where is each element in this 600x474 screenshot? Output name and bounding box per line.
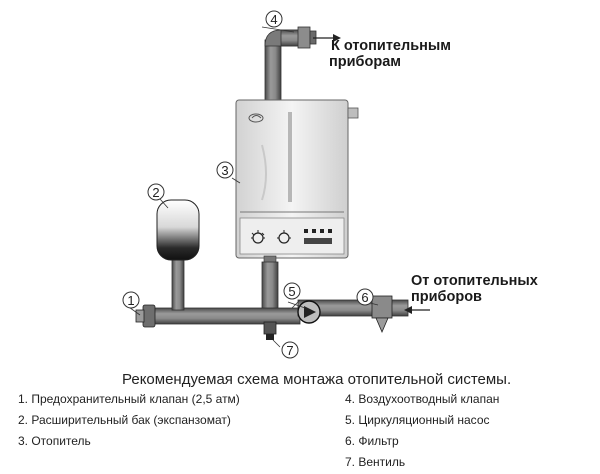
legend-left-1: 1. Предохранительный клапан (2,5 атм) bbox=[18, 392, 240, 406]
legend-right-4: 4. Воздухоотводный клапан bbox=[345, 392, 500, 406]
svg-text:2: 2 bbox=[152, 185, 159, 200]
supply-pipe bbox=[264, 29, 302, 103]
callout-6: 6 bbox=[356, 288, 374, 306]
outflow-arrow bbox=[313, 34, 341, 42]
legend-left-2: 2. Расширительный бак (экспанзомат) bbox=[18, 413, 231, 427]
tank-pipe bbox=[171, 257, 185, 311]
expansion-tank bbox=[156, 199, 200, 261]
svg-text:4: 4 bbox=[270, 12, 277, 27]
from-devices-line2: приборов bbox=[411, 289, 482, 305]
callout-2: 2 bbox=[147, 183, 165, 201]
to-devices-label: К отопительным приборам bbox=[329, 38, 451, 70]
inflow-arrow bbox=[404, 306, 430, 314]
control-panel bbox=[239, 217, 345, 255]
stop-valve bbox=[263, 321, 277, 340]
to-devices-line1: К отопительным bbox=[331, 38, 451, 54]
diagram-caption: Рекомендуемая схема монтажа отопительной… bbox=[122, 371, 512, 388]
circulation-pump bbox=[297, 300, 321, 324]
svg-text:3: 3 bbox=[221, 163, 228, 178]
to-devices-line2: приборам bbox=[329, 54, 401, 70]
heating-system-diagram: 1 2 3 4 5 6 7 bbox=[122, 10, 430, 359]
from-devices-label: От отопительных приборов bbox=[411, 273, 538, 305]
callout-7: 7 bbox=[281, 341, 299, 359]
svg-text:7: 7 bbox=[286, 343, 293, 358]
legend-right-6: 6. Фильтр bbox=[345, 434, 399, 448]
svg-text:5: 5 bbox=[288, 284, 295, 299]
callout-5: 5 bbox=[283, 282, 301, 300]
callout-1: 1 bbox=[122, 291, 140, 309]
safety-valve bbox=[135, 304, 156, 328]
filter bbox=[371, 295, 393, 334]
svg-text:6: 6 bbox=[361, 290, 368, 305]
callout-3: 3 bbox=[216, 161, 234, 179]
legend-right-5: 5. Циркуляционный насос bbox=[345, 413, 490, 427]
legend-right-7: 7. Вентиль bbox=[345, 455, 406, 469]
callout-4: 4 bbox=[265, 10, 283, 28]
boiler bbox=[235, 99, 359, 259]
from-devices-line1: От отопительных bbox=[411, 273, 538, 289]
legend-left-3: 3. Отопитель bbox=[18, 434, 91, 448]
svg-text:1: 1 bbox=[127, 293, 134, 308]
